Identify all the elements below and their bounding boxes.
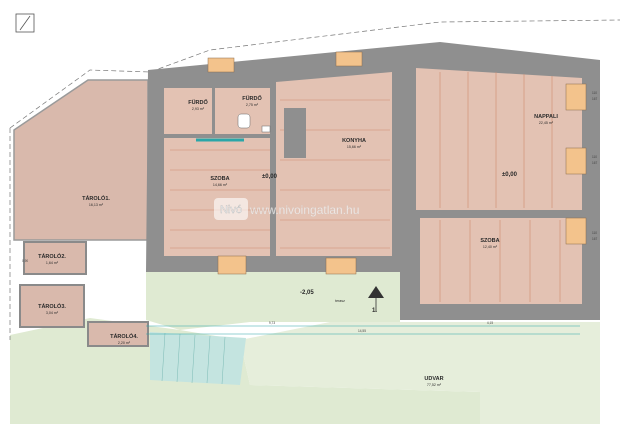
area-tarolo3: 3,04 m² [46,311,59,315]
area-tarolo4: 2,20 m² [118,341,131,345]
area-konyha: 15,66 m² [347,145,362,149]
label-szoba2: SZOBA [480,238,499,244]
floor-bath-1 [164,88,212,134]
area-furdo2: 2,75 m² [246,103,259,107]
windows [207,51,587,275]
area-tarolo2: 1,64 m² [46,261,59,265]
area-furdo1: 2,93 m² [192,107,205,111]
joist-lines [170,72,561,302]
label-nappali: NAPPALI [534,114,558,120]
storage-3 [19,284,85,328]
area-udvar: 77,52 m² [427,383,442,387]
section-marker [368,286,384,298]
label-furdo1: FÜRDŐ [188,99,208,106]
area-tarolo1: 16,13 m² [89,203,104,207]
bathroom-fixtures [196,113,271,142]
label-konyha: KONYHA [342,138,366,144]
level-lower: -2,05 [300,290,314,296]
label-szoba1: SZOBA [210,176,229,182]
area-szoba1: 14,66 m² [213,183,228,187]
terrace-area [146,272,400,330]
label-tarolo4: TÁROLÓ4. [110,332,138,340]
exterior-stairs [150,332,246,385]
interior-walls [164,68,582,260]
storage-4 [87,321,149,347]
window-label-5: 110 [592,231,597,235]
stair-steps [161,332,226,385]
level-nappali: ±0,00 [502,172,518,178]
floor-room-1 [164,138,270,256]
window-label-2: 167 [592,97,598,101]
site-boundary [9,19,621,129]
label-udvar: UDVAR [424,376,443,382]
label-terasz: terasz [335,299,345,303]
label-tarolo3: TÁROLÓ3. [38,302,66,310]
yard-right [240,322,600,424]
area-nappali: 22,45 m² [539,121,554,125]
label-furdo2: FÜRDŐ [242,95,262,102]
window-label-4: 167 [592,161,598,165]
window-label-6: 167 [592,237,598,241]
dim-side: 0,90 [22,259,28,263]
dim-total: 14,55 [358,329,366,333]
dimension-lines [146,325,580,335]
window-label-3: 110 [592,155,597,159]
label-tarolo1: TÁROLÓ1. [82,194,110,202]
floor-living [416,68,582,210]
label-tarolo2: TÁROLÓ2. [38,252,66,260]
window-label-1: 110 [592,91,597,95]
section-label: 1. [372,308,377,314]
floor-kitchen [276,72,392,256]
plan-icon [15,13,35,33]
watermark: Nivó www.nivoingatlan.hu [214,198,360,220]
logo-text: Nivó [220,204,242,216]
storage-2 [23,241,87,275]
watermark-text: www.nivoingatlan.hu [249,203,359,217]
level-main: ±0,00 [262,174,278,180]
dim-bottom-right: 4,15 [487,321,493,325]
storage-1 [13,79,149,241]
floor-room-2 [420,218,582,304]
dim-bottom-mid: 9,73 [269,321,275,325]
area-szoba2: 12,40 m² [483,245,498,249]
